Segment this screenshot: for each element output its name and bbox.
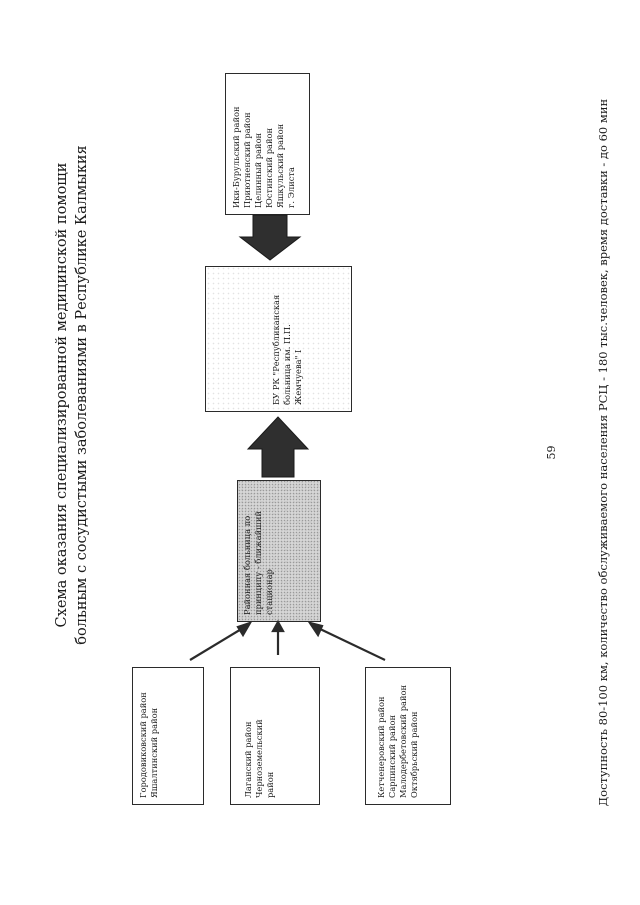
arrow-head xyxy=(236,621,253,638)
page-number: 59 xyxy=(545,445,558,460)
arrow-head xyxy=(307,621,324,638)
footer-note: Доступность 80-100 км, количество обслуж… xyxy=(596,98,610,807)
arrow-head xyxy=(271,619,285,633)
arrow-group1-to-hospital xyxy=(189,627,244,661)
arrow-group3-to-hospital xyxy=(317,627,386,661)
arrow-districts-to-center xyxy=(238,214,302,261)
arrow-hospital-to-center xyxy=(246,416,310,478)
